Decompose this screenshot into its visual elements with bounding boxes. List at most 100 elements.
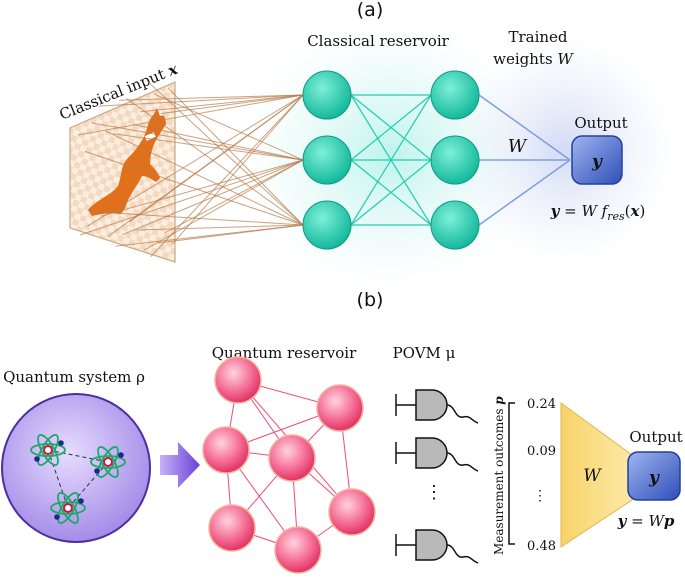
classical-input-frame: [69, 81, 176, 263]
trained-weights-label-1: Trained: [508, 28, 567, 46]
electron-orbit: [97, 446, 119, 478]
reservoir-line: [350, 94, 432, 226]
input-line: [136, 224, 304, 231]
classical-neuron: [430, 135, 480, 185]
input-line: [133, 124, 304, 161]
reservoir-line: [350, 159, 432, 226]
electron: [58, 440, 64, 446]
input-line: [94, 211, 304, 226]
detector-cable: [446, 452, 479, 472]
weight-connections: [478, 94, 571, 226]
classical-neuron: [430, 70, 480, 120]
quantum-reservoir-label: Quantum reservoir: [212, 344, 357, 362]
input-line: [79, 159, 304, 236]
quantum-neuron: [328, 488, 376, 536]
detector-body: [415, 389, 448, 421]
input-line: [129, 94, 304, 223]
input-line: [146, 80, 304, 226]
quantum-neuron: [214, 356, 262, 404]
output-box-b: [627, 451, 681, 501]
measurement-bracket: [508, 402, 515, 545]
classical-neurons: [302, 70, 480, 250]
detector-body: [415, 529, 448, 561]
electron-orbit: [97, 446, 119, 478]
output-symbol-a: y: [591, 152, 603, 172]
atoms: [30, 434, 126, 524]
cat-silhouette: [88, 108, 166, 216]
input-line: [119, 94, 304, 101]
detector-body: [415, 437, 448, 469]
input-line: [112, 133, 304, 161]
quantum-neuron: [316, 384, 364, 432]
input-line: [98, 94, 304, 107]
detector-cable: [446, 544, 479, 564]
input-line: [171, 94, 304, 245]
electron-orbit: [37, 434, 59, 466]
output-label-b: Output: [629, 428, 682, 446]
classical-reservoir-label: Classical reservoir: [307, 32, 449, 50]
electron-orbit: [57, 492, 79, 524]
quantum-neuron: [268, 434, 316, 482]
weight-line: [478, 94, 571, 161]
quantum-neuron: [202, 426, 250, 474]
weight-label-b: W: [583, 466, 602, 486]
quantum-system-label: Quantum system ρ: [3, 368, 145, 386]
electron: [78, 498, 84, 504]
atom-nucleus: [103, 457, 113, 467]
electron: [54, 514, 60, 520]
electron: [94, 468, 100, 474]
input-line: [150, 94, 304, 258]
input-line: [164, 159, 304, 234]
input-line: [84, 150, 304, 226]
weight-line: [478, 159, 571, 226]
measurement-axis-label: Measurement outcomes p: [492, 396, 506, 555]
electron: [34, 456, 40, 462]
input-line: [77, 94, 304, 136]
weight-trapezoid: [560, 402, 633, 548]
input-line: [105, 130, 304, 226]
output-formula-a: y = W fres(x): [550, 202, 646, 223]
input-line: [153, 93, 304, 161]
electron: [118, 452, 124, 458]
panel-b-label: (b): [357, 289, 384, 311]
electron-orbit: [37, 434, 59, 466]
input-connections: [77, 80, 304, 258]
atom-nucleus: [63, 503, 73, 513]
input-line: [126, 98, 304, 226]
input-line: [161, 94, 304, 114]
classical-neuron: [302, 70, 352, 120]
trained-weights-label-2: weights W: [493, 50, 574, 68]
output-label-a: Output: [574, 114, 627, 132]
electron-orbit: [30, 443, 66, 457]
measurement-value-4: 0.48: [527, 539, 556, 554]
output-box-a: [571, 135, 623, 185]
measurement-value-2: 0.09: [527, 444, 556, 459]
quantum-neuron: [208, 504, 256, 552]
measurement-value-1: 0.24: [527, 397, 556, 412]
output-symbol-b: y: [648, 468, 660, 488]
input-line: [91, 122, 304, 161]
electron-orbit: [90, 455, 126, 469]
atom-nucleus: [43, 445, 53, 455]
quantum-neuron: [274, 526, 322, 574]
reservoir-connections: [350, 94, 432, 226]
classical-neuron: [302, 200, 352, 250]
entanglement-line: [67, 461, 109, 509]
input-line: [140, 94, 304, 113]
quantum-neurons: [202, 356, 376, 574]
quantum-input-arrow: [160, 442, 200, 488]
povm-label: POVM μ: [393, 344, 456, 362]
povm-detectors: [395, 389, 479, 564]
detector-cable: [446, 404, 479, 424]
entanglement-line: [47, 449, 109, 463]
weights-glow: [455, 35, 675, 265]
output-formula-b: y = Wp: [617, 512, 675, 530]
panel-a-label: (a): [357, 0, 383, 21]
detector-ellipsis: ⋮: [425, 482, 443, 503]
electron-orbit: [57, 492, 79, 524]
classical-neuron: [302, 135, 352, 185]
edge-weight-label: W: [508, 136, 528, 157]
input-line: [167, 87, 304, 226]
measurement-value-3: ⋮: [533, 488, 547, 504]
